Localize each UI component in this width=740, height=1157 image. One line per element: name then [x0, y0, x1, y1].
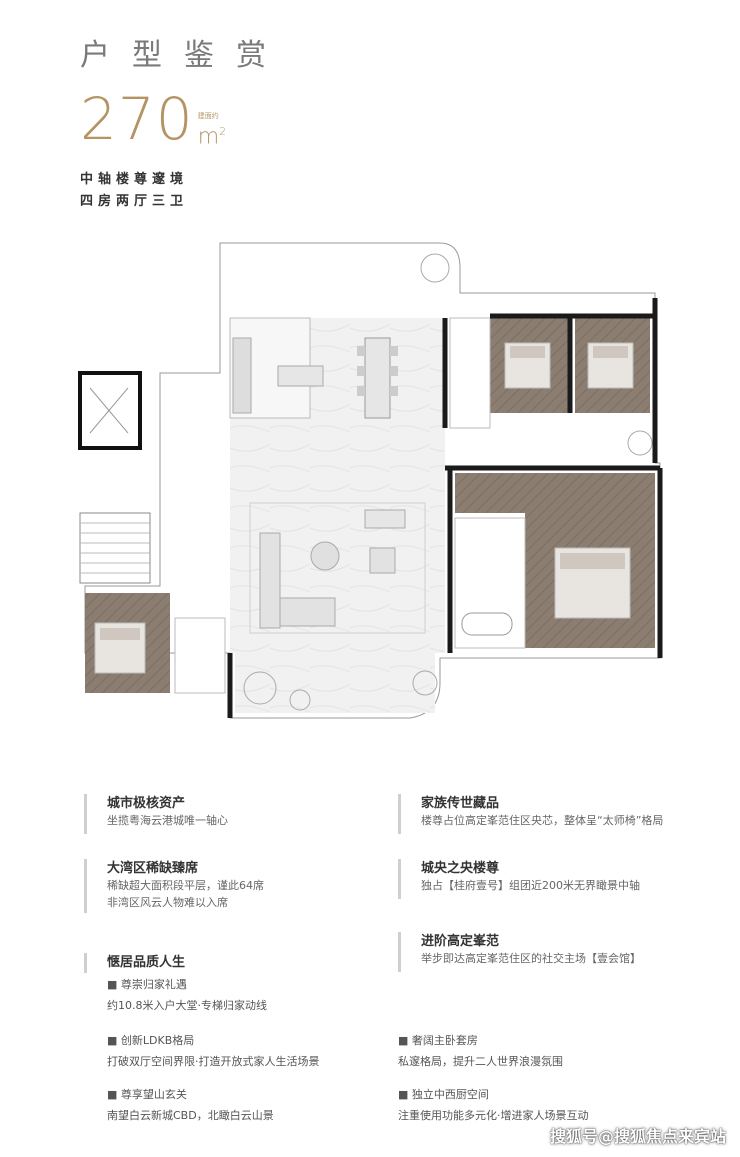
- bed-2: [587, 342, 634, 389]
- sub-feature-title: ■ 尊享望山玄关: [107, 1088, 187, 1101]
- feature-heading: 城市极核资产: [107, 796, 186, 811]
- sub-feature-3: ■ 奢阔主卧套房 私邃格局，提升二人世界浪漫氛围: [398, 1032, 563, 1069]
- sub-feature-desc: 注重使用功能多元化·增进家人场景互动: [398, 1109, 589, 1122]
- sub-feature-title: ■ 创新LDKB格局: [107, 1034, 195, 1047]
- feature-desc: 举步即达高定峯范住区的社交主场【壹会馆】: [421, 952, 641, 965]
- living-rug: [249, 502, 426, 634]
- bed-3: [94, 622, 146, 674]
- sofa-set: [259, 509, 406, 629]
- walls: [227, 298, 663, 718]
- kitchen-island: [277, 365, 324, 387]
- area-block: 270 建面约 m2: [80, 88, 226, 148]
- feature-desc: 稀缺超大面积段平层，谨此64席: [107, 879, 264, 892]
- area-unit: m2: [197, 124, 227, 149]
- plants: [243, 253, 653, 711]
- feature-heading: 家族传世藏品: [421, 796, 500, 811]
- sub-feature-desc: 约10.8米入户大堂·专梯归家动线: [107, 999, 267, 1012]
- area-small-label: 建面约: [197, 111, 219, 120]
- feature-heading: 进阶高定峯范: [421, 934, 500, 949]
- south-terrace: [235, 653, 435, 713]
- tagline-1: 中轴楼尊邃境: [80, 172, 189, 187]
- bathroom-1: [449, 317, 491, 429]
- elevator-core: [78, 371, 142, 450]
- feature-desc: 楼尊占位高定峯范住区央芯，整体呈“太师椅”格局: [421, 814, 664, 827]
- bathroom-3: [174, 617, 226, 694]
- stairwell: [79, 512, 151, 584]
- feature-desc: 非湾区风云人物难以入席: [107, 896, 228, 909]
- sub-feature-5: ■ 独立中西厨空间 注重使用功能多元化·增进家人场景互动: [398, 1086, 589, 1123]
- sub-feature-title: ■ 奢阔主卧套房: [398, 1034, 478, 1047]
- sub-feature-1: ■ 尊崇归家礼遇 约10.8米入户大堂·专梯归家动线: [107, 976, 267, 1013]
- master-bed: [554, 547, 631, 619]
- kitchen-counter: [232, 337, 252, 414]
- sub-feature-title: ■ 尊崇归家礼遇: [107, 978, 187, 991]
- sub-feature-desc: 南望白云新城CBD，北瞰白云山景: [107, 1109, 274, 1122]
- bed-1: [504, 342, 551, 389]
- feature-desc: 坐揽粤海云港城唯一轴心: [107, 814, 228, 827]
- page-title: 户型鉴赏: [80, 38, 288, 73]
- tagline-2: 四房两厅三卫: [80, 194, 189, 209]
- sub-feature-desc: 私邃格局，提升二人世界浪漫氛围: [398, 1055, 563, 1068]
- area-unit-block: 建面约 m2: [198, 112, 226, 148]
- feature-heading: 城央之央楼尊: [421, 861, 500, 876]
- sub-feature-2: ■ 创新LDKB格局 打破双厅空间界限·打造开放式家人生活场景: [107, 1032, 320, 1069]
- master-closet: [455, 473, 525, 513]
- floor-plan: [78, 242, 663, 719]
- dining-table: [357, 337, 398, 419]
- area-value: 270: [80, 85, 194, 153]
- sub-feature-4: ■ 尊享望山玄关 南望白云新城CBD，北瞰白云山景: [107, 1086, 274, 1123]
- watermark: 搜狐号@搜狐焦点来宾站: [549, 1127, 726, 1146]
- sub-feature-desc: 打破双厅空间界限·打造开放式家人生活场景: [107, 1055, 320, 1068]
- sub-feature-title: ■ 独立中西厨空间: [398, 1088, 489, 1101]
- feature-heading: 大湾区稀缺臻席: [107, 861, 199, 876]
- bathtub: [461, 612, 513, 636]
- feature-heading: 惬居品质人生: [107, 955, 186, 970]
- feature-desc: 独占【桂府壹号】组团近200米无界瞰景中轴: [421, 879, 640, 892]
